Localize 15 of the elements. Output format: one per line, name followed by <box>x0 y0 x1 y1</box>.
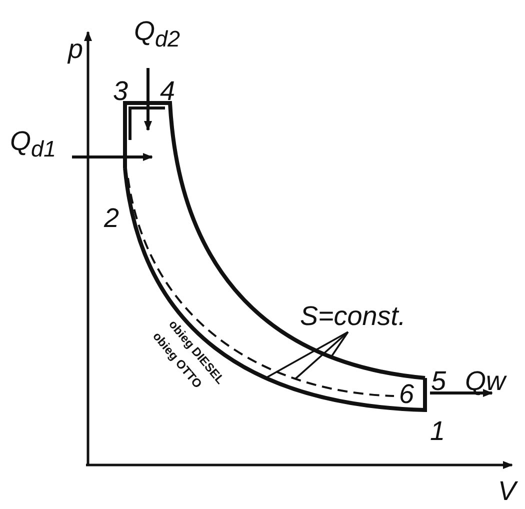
point-number: 3 <box>113 78 128 105</box>
point-number: 2 <box>104 205 120 232</box>
point-number: 4 <box>160 78 176 105</box>
heat-label: Q$_{d2}$ <box>134 18 180 51</box>
leader-line <box>294 331 349 380</box>
heat-label: Q$_{d1}$ <box>10 128 56 161</box>
leader-line <box>330 332 349 358</box>
axis-label: p <box>68 36 84 63</box>
point-number: 6 <box>399 381 414 408</box>
process-curve <box>123 168 427 412</box>
point-number: 1 <box>430 418 446 445</box>
curve-label: S=const. <box>300 303 406 330</box>
point-number: 5 <box>431 368 446 395</box>
leader-line <box>265 331 348 379</box>
axis-label: V <box>498 478 516 505</box>
